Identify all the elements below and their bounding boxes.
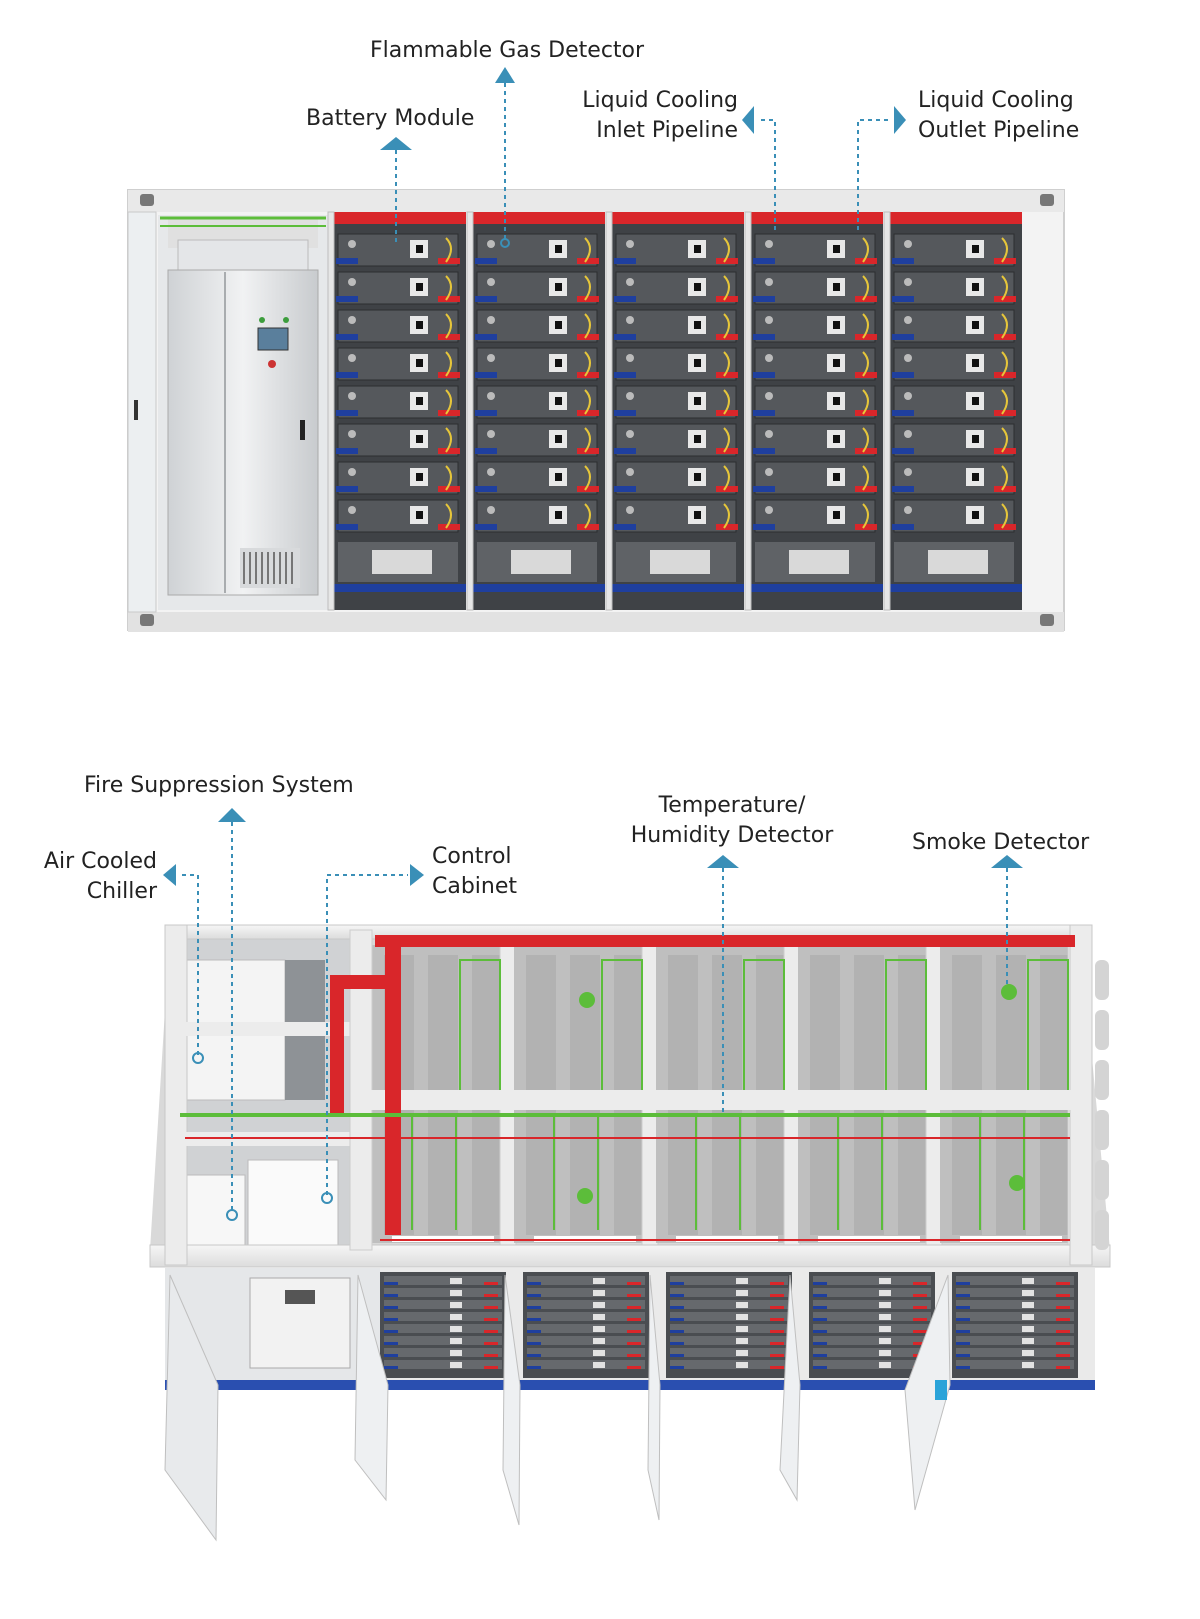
battery-rack-front xyxy=(380,1272,506,1378)
battery-module xyxy=(892,385,1016,419)
battery-rack xyxy=(466,211,605,611)
label-inlet-line1: Liquid Cooling xyxy=(582,88,738,113)
battery-module xyxy=(475,499,599,533)
battery-module xyxy=(753,309,877,343)
battery-module xyxy=(753,461,877,495)
label-temperature-humidity-detector: Temperature/ Humidity Detector xyxy=(630,791,834,851)
sensor-markers xyxy=(192,238,1025,1221)
battery-module xyxy=(336,271,460,305)
bottom-container xyxy=(149,924,1111,1542)
battery-module xyxy=(336,347,460,381)
battery-module xyxy=(614,309,738,343)
label-control-line1: Control xyxy=(432,844,512,869)
battery-rack xyxy=(327,211,466,611)
battery-module xyxy=(475,309,599,343)
battery-module xyxy=(614,423,738,457)
label-outlet-line2: Outlet Pipeline xyxy=(918,118,1080,143)
label-battery-module: Battery Module xyxy=(306,106,475,131)
label-liquid-cooling-inlet: Liquid Cooling Inlet Pipeline xyxy=(578,86,738,146)
battery-module xyxy=(892,233,1016,267)
label-flammable-gas-detector: Flammable Gas Detector xyxy=(370,38,645,63)
battery-module xyxy=(336,423,460,457)
battery-module xyxy=(475,423,599,457)
label-fire-suppression-system: Fire Suppression System xyxy=(84,773,354,798)
battery-module xyxy=(892,499,1016,533)
battery-module xyxy=(753,233,877,267)
label-inlet-line2: Inlet Pipeline xyxy=(596,118,738,143)
label-temp-line2: Humidity Detector xyxy=(630,823,834,848)
battery-module xyxy=(892,271,1016,305)
label-chiller-line2: Chiller xyxy=(86,879,157,904)
label-outlet-line1: Liquid Cooling xyxy=(918,88,1074,113)
battery-module xyxy=(614,271,738,305)
battery-module xyxy=(336,385,460,419)
battery-rack-front xyxy=(666,1272,792,1378)
control-cabinet-top xyxy=(167,239,319,596)
battery-module xyxy=(753,271,877,305)
battery-module xyxy=(892,347,1016,381)
leader-lines xyxy=(178,83,1008,1210)
battery-rack xyxy=(744,211,883,611)
battery-rack xyxy=(605,211,744,611)
battery-module xyxy=(753,423,877,457)
battery-module xyxy=(475,233,599,267)
battery-module xyxy=(336,461,460,495)
battery-module xyxy=(892,461,1016,495)
label-smoke-detector: Smoke Detector xyxy=(912,830,1090,855)
battery-module xyxy=(892,309,1016,343)
battery-module xyxy=(753,347,877,381)
battery-module xyxy=(753,499,877,533)
battery-rack-front xyxy=(952,1272,1078,1378)
battery-module xyxy=(336,309,460,343)
battery-rack-front xyxy=(809,1272,935,1378)
battery-module xyxy=(614,385,738,419)
battery-module xyxy=(614,233,738,267)
battery-module xyxy=(614,499,738,533)
label-liquid-cooling-outlet: Liquid Cooling Outlet Pipeline xyxy=(918,86,1079,146)
battery-module xyxy=(614,347,738,381)
battery-rack-front xyxy=(523,1272,649,1378)
label-chiller-line1: Air Cooled xyxy=(43,849,157,874)
battery-module xyxy=(475,271,599,305)
battery-module xyxy=(336,233,460,267)
label-air-cooled-chiller: Air Cooled Chiller xyxy=(20,847,157,907)
label-control-cabinet: Control Cabinet xyxy=(432,842,517,902)
label-temp-line1: Temperature/ xyxy=(658,793,806,818)
battery-module xyxy=(475,385,599,419)
battery-module xyxy=(475,461,599,495)
label-control-line2: Cabinet xyxy=(432,874,518,899)
leader-arrows xyxy=(163,67,1023,886)
battery-module xyxy=(336,499,460,533)
battery-module xyxy=(753,385,877,419)
battery-rack xyxy=(883,211,1022,611)
battery-module xyxy=(475,347,599,381)
battery-module xyxy=(892,423,1016,457)
battery-racks-top xyxy=(327,211,1022,611)
battery-module xyxy=(614,461,738,495)
